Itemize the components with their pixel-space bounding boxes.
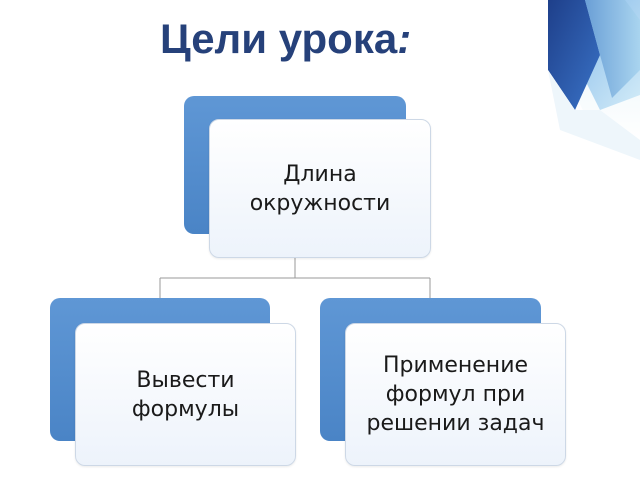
slide-title: Цели урока: (160, 14, 411, 64)
child-node-left-label: Вывести формулы (131, 367, 240, 422)
root-node: Длина окружности (209, 119, 431, 258)
child-node-right-label: Применение формул при решении задач (366, 353, 545, 436)
slide-title-colon: : (397, 15, 412, 62)
slide-title-text: Цели урока (160, 15, 398, 62)
root-node-label: Длина окружности (249, 161, 391, 216)
child-node-left: Вывести формулы (75, 323, 296, 466)
child-node-right: Применение формул при решении задач (345, 323, 566, 466)
